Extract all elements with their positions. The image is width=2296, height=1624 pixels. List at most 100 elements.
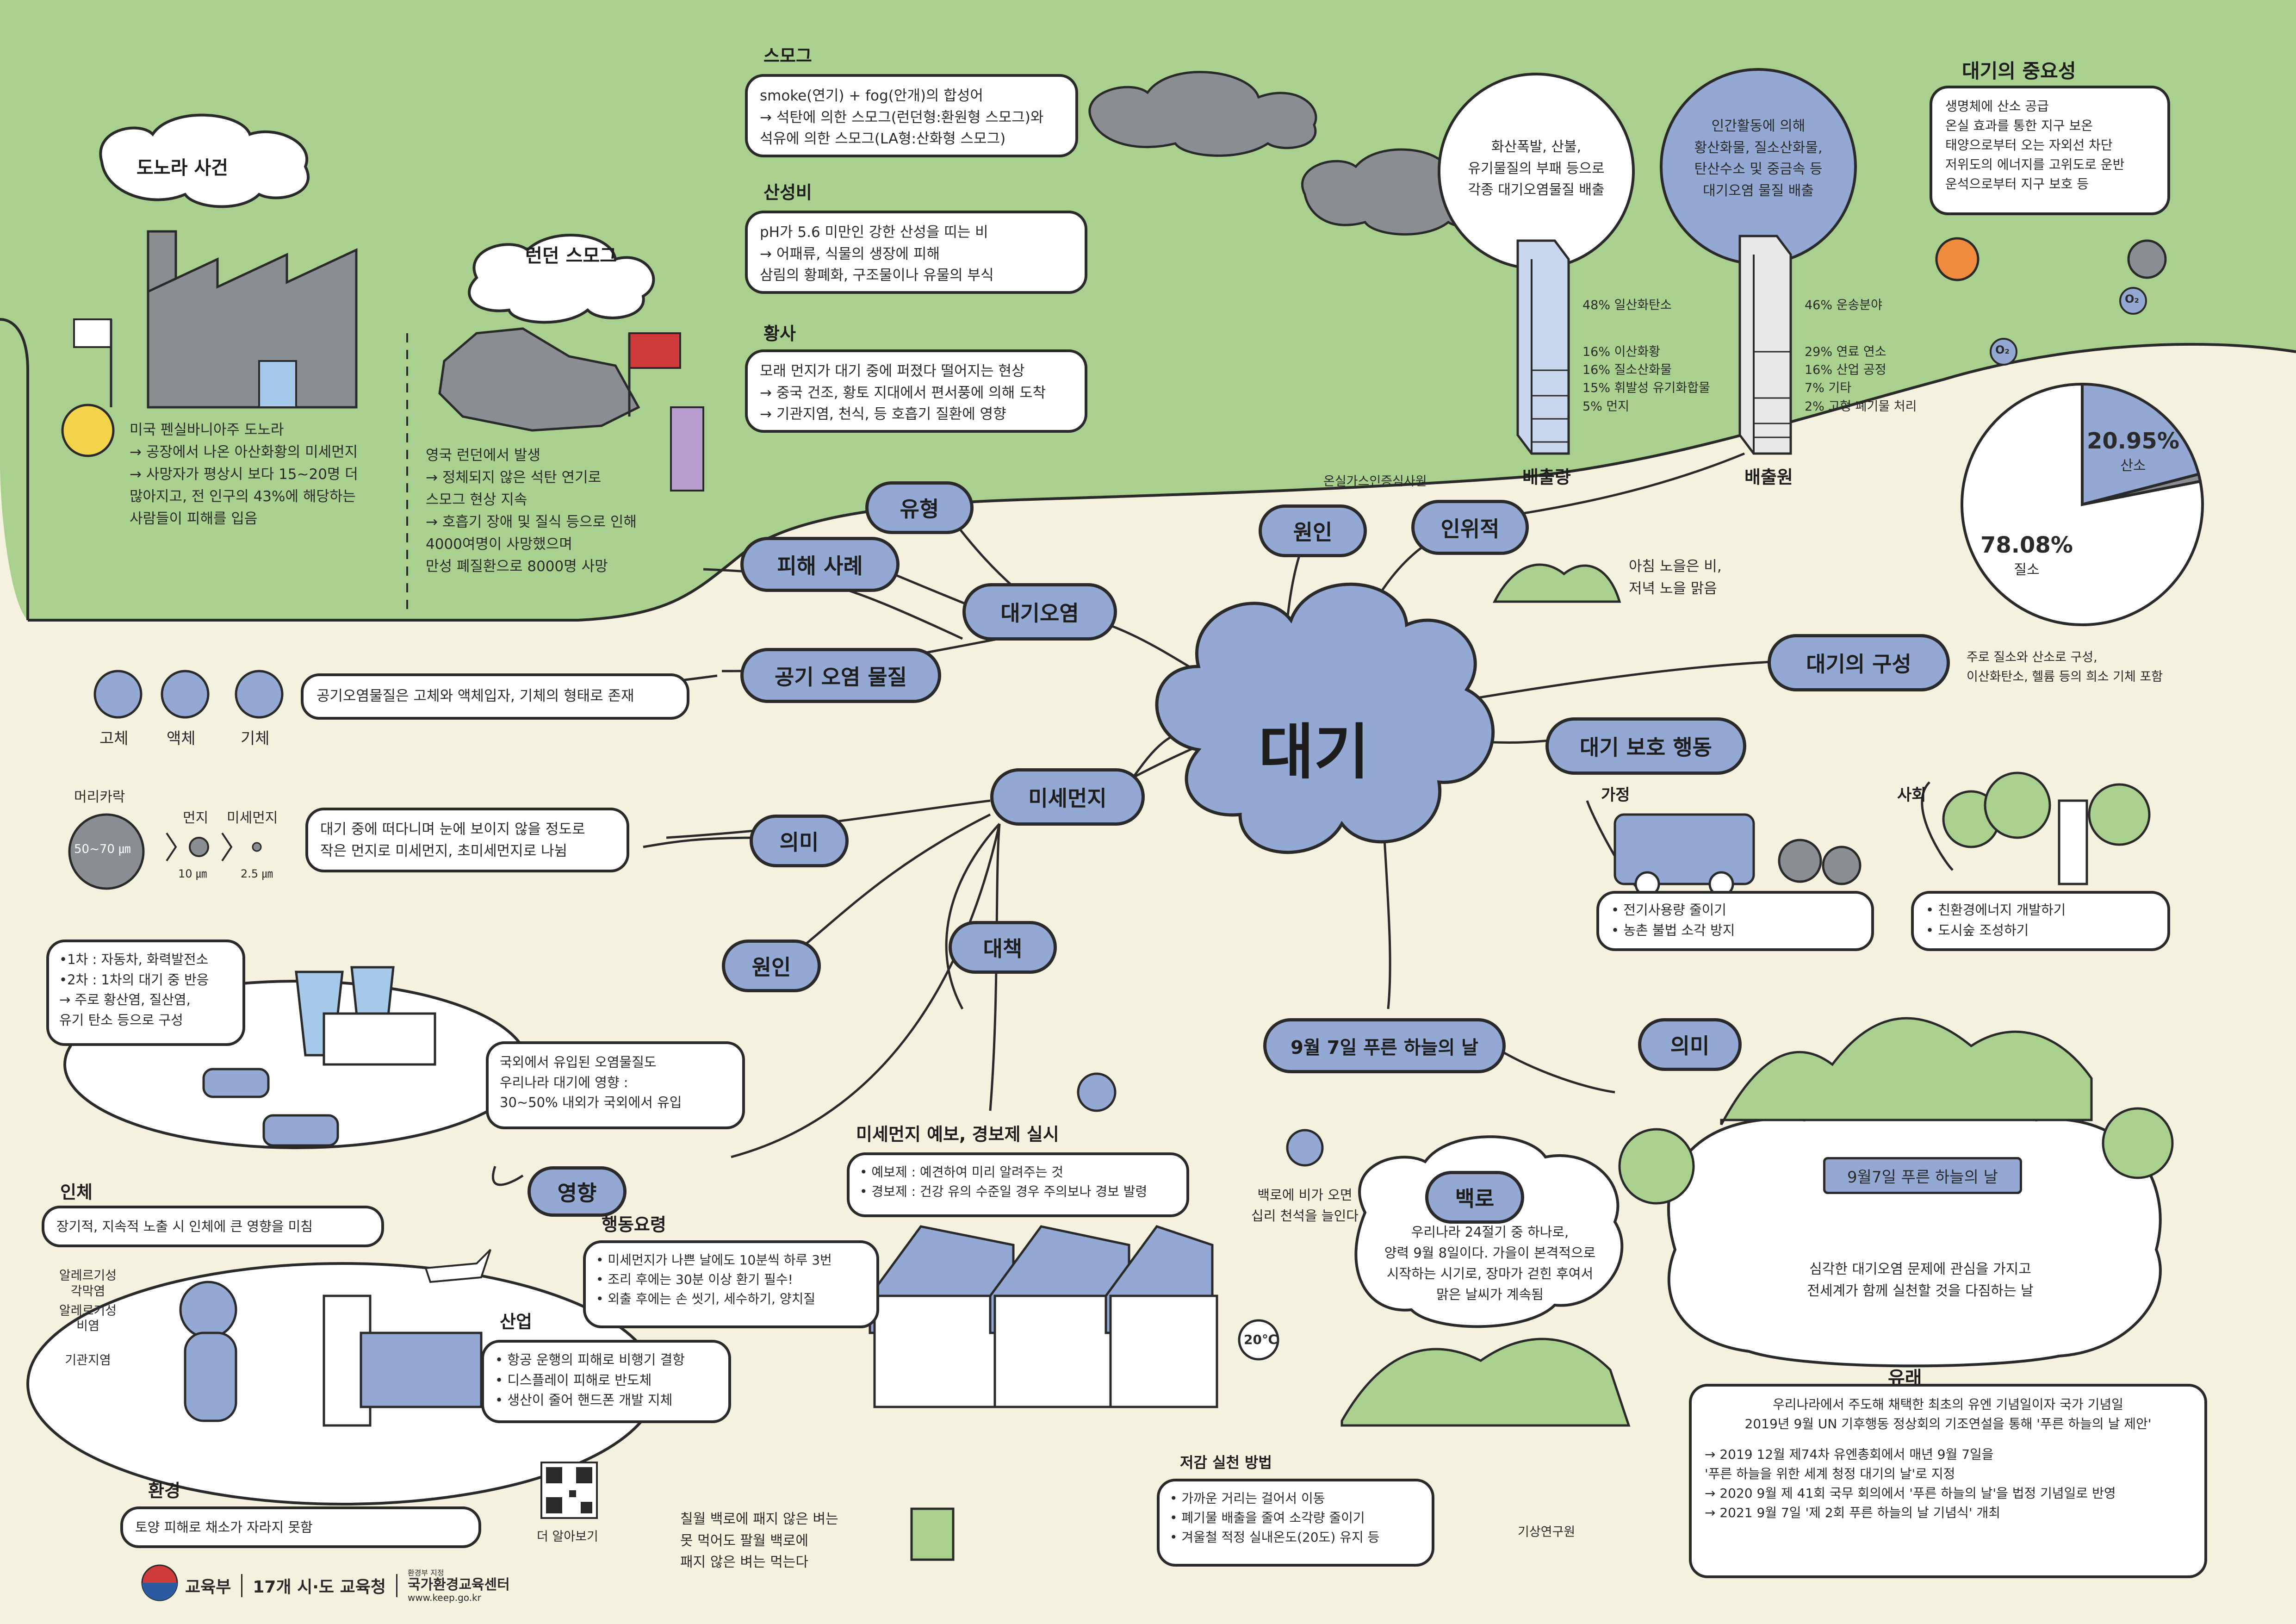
pie-oxygen-value: 20.95% xyxy=(2087,428,2179,454)
states-desc: 공기오염물질은 고체와 액체입자, 기체의 형태로 존재 xyxy=(316,688,634,704)
behavior-item: • 조리 후에는 30분 이상 환기 필수! xyxy=(596,1272,793,1287)
states-desc-bubble: 공기오염물질은 고체와 액체입자, 기체의 형태로 존재 xyxy=(301,673,689,720)
node-baengno[interactable]: 백로 xyxy=(1425,1171,1524,1224)
sky-day-blob xyxy=(1667,1098,2162,1368)
node-pollutant[interactable]: 공기 오염 물질 xyxy=(740,648,941,703)
node-clear-sky-day[interactable]: 9월 7일 푸른 하늘의 날 xyxy=(1263,1018,1506,1073)
behavior-item: • 미세먼지가 나쁜 날에도 10분씩 하루 3번 xyxy=(596,1252,832,1268)
sky-day-desc-line: 전세계가 함께 실천할 것을 다짐하는 날 xyxy=(1807,1282,2034,1299)
london-rocks xyxy=(438,327,704,492)
acid-rain-bubble: pH가 5.6 미만인 강한 산성을 띠는 비 → 어패류, 식물의 생장에 피… xyxy=(745,211,1087,294)
dust-foreign-bubble: 국외에서 유입된 오염물질도 우리나라 대기에 영향 : 30~50% 내외가 … xyxy=(486,1041,745,1129)
london-line: 스모그 현상 지속 xyxy=(426,492,527,509)
more-info-label[interactable]: 더 알아보기 xyxy=(537,1530,598,1544)
forecast-item-text: 경보제 : 건강 유의 수준일 경우 주의보나 경보 발령 xyxy=(871,1184,1148,1199)
thermometer-badge xyxy=(1238,1319,1279,1361)
tree-icon xyxy=(1618,1128,1695,1205)
body-label: 알레르기성 xyxy=(59,1269,117,1283)
fine-dust-circle xyxy=(252,842,262,852)
evening-glow-line: 아침 노을은 비, xyxy=(1629,558,1722,575)
node-meaning-sky[interactable]: 의미 xyxy=(1638,1018,1742,1071)
human-emission-line: 대기오염 물질 배출 xyxy=(1703,182,1814,199)
evening-glow-icon xyxy=(1492,563,1621,603)
behavior-item-text: 조리 후에는 30분 이상 환기 필수! xyxy=(608,1272,793,1287)
node-fine-dust[interactable]: 미세먼지 xyxy=(990,768,1145,826)
sky-day-desc-line: 심각한 대기오염 문제에 관심을 가지고 xyxy=(1809,1261,2031,1277)
uk-flag-icon xyxy=(628,332,681,369)
human-emission-line: 인간활동에 의해 xyxy=(1711,118,1806,134)
node-measure[interactable]: 대책 xyxy=(949,921,1057,974)
environment-desc: 토양 피해로 채소가 자라지 못함 xyxy=(135,1519,313,1535)
importance-item: 생명체에 산소 공급 xyxy=(1945,99,2049,114)
ufo-icon xyxy=(1286,1129,1324,1167)
node-air-pollution[interactable]: 대기오염 xyxy=(962,583,1117,641)
emission-amount-item: 48% 일산화탄소 xyxy=(1582,298,1672,312)
saving-bubble: • 가까운 거리는 걸어서 이동 • 폐기물 배출을 줄여 소각량 줄이기 • … xyxy=(1157,1479,1434,1567)
pie-nitrogen-value: 78.08% xyxy=(1980,532,2073,558)
node-effect[interactable]: 영향 xyxy=(527,1166,627,1217)
london-line: → 호흡기 장애 및 질식 등으로 인해 xyxy=(426,514,637,531)
protection-society-item: • 도시숲 조성하기 xyxy=(1926,922,2029,938)
node-anthropogenic[interactable]: 인위적 xyxy=(1411,500,1529,555)
dust-size-label: 10 ㎛ xyxy=(178,867,207,880)
node-damage-cases[interactable]: 피해 사례 xyxy=(740,537,900,592)
emission-amount-list: 48% 일산화탄소 16% 이산화황 16% 질소산화물 15% 휘발성 유기화… xyxy=(1582,296,1710,416)
footer-center-sub: 환경부 지정 xyxy=(407,1568,444,1577)
protection-home-text: 전기사용량 줄이기 xyxy=(1623,902,1726,918)
sky-day-banner: 9월7일 푸른 하늘의 날 xyxy=(1823,1157,2022,1194)
protection-home-item: • 전기사용량 줄이기 xyxy=(1611,902,1726,918)
composition-desc-line: 이산화탄소, 헬륨 등의 희소 기체 포함 xyxy=(1967,669,2163,684)
footer-center-block: 환경부 지정 국가환경교육센터 www.keep.go.kr xyxy=(408,1569,510,1603)
behavior-item-text: 외출 후에는 손 씻기, 세수하기, 양치질 xyxy=(608,1291,816,1307)
node-cause-dust[interactable]: 원인 xyxy=(722,940,821,992)
alarm-light-icon xyxy=(1077,1072,1117,1112)
industry-item-text: 디스플레이 피해로 반도체 xyxy=(507,1372,652,1388)
emission-amount-bar xyxy=(1516,239,1570,455)
dust-meaning-line: 대기 중에 떠다니며 눈에 보이지 않을 정도로 xyxy=(320,821,585,838)
fine-dust-label: 미세먼지 xyxy=(227,810,278,826)
solid-icon xyxy=(93,670,143,719)
origin-timeline-line: '푸른 하늘을 위한 세계 청정 대기의 날'로 지정 xyxy=(1705,1466,1955,1481)
importance-item: 온실 효과를 통한 지구 보온 xyxy=(1945,118,2093,133)
protection-home-item: • 농촌 불법 소각 방지 xyxy=(1611,922,1735,938)
baengno-rain-line: 백로에 비가 오면 xyxy=(1257,1187,1353,1203)
body-label: 기관지염 xyxy=(65,1353,111,1368)
origin-timeline-line: → 2020 9월 제 41회 국무 회의에서 '푸른 하늘의 날'을 법정 기… xyxy=(1705,1486,2116,1501)
rice-line: 칠월 백로에 패지 않은 벼는 xyxy=(680,1511,838,1527)
pie-slice-oxygen xyxy=(2081,382,2201,506)
node-cause-top[interactable]: 원인 xyxy=(1259,504,1367,557)
node-type[interactable]: 유형 xyxy=(865,481,974,534)
footer-offices: 17개 시·도 교육청 xyxy=(253,1578,386,1597)
o2-icon xyxy=(1990,338,2017,366)
pie-slice-nitrogen xyxy=(1961,382,2204,626)
industry-item: • 디스플레이 피해로 반도체 xyxy=(495,1372,652,1388)
mountain-icon xyxy=(1340,1338,1631,1427)
natural-emission-line: 화산폭발, 산불, xyxy=(1491,139,1582,155)
tree-icon xyxy=(2088,783,2151,846)
protection-society-title: 사회 xyxy=(1897,786,1926,804)
body-label: 각막염 xyxy=(70,1284,105,1299)
london-line: → 정체되지 않은 석탄 연기로 xyxy=(426,469,602,486)
dust-label: 먼지 xyxy=(183,810,209,826)
mountain-icon xyxy=(1720,1017,2093,1126)
pie-label-nitrogen: 78.08% 질소 xyxy=(1980,532,2073,579)
gas-icon xyxy=(235,670,284,719)
yellow-dust-line: → 중국 건조, 황토 지대에서 편서풍에 의해 도착 xyxy=(760,384,1046,401)
saving-item: • 겨울철 적정 실내온도(20도) 유지 등 xyxy=(1170,1530,1380,1545)
footer-url[interactable]: www.keep.go.kr xyxy=(407,1592,481,1603)
node-protection[interactable]: 대기 보호 행동 xyxy=(1545,717,1746,775)
usa-flag-icon xyxy=(73,318,112,348)
donora-title: 도노라 사건 xyxy=(137,157,228,179)
dust-meaning-line: 작은 먼지로 미세먼지, 초미세먼지로 나뉨 xyxy=(320,842,568,859)
dust-cause-bubble: •1차 : 자동차, 화력발전소 •2차 : 1차의 대기 중 반응 → 주로 … xyxy=(46,940,245,1046)
emission-source-item: 29% 연료 연소 xyxy=(1805,345,1886,360)
industry-illustration xyxy=(179,1249,491,1427)
bus-icon xyxy=(1613,813,1755,885)
importance-item: 태양으로부터 오는 자외선 차단 xyxy=(1945,137,2113,153)
hair-circle xyxy=(68,813,145,890)
o2-label: O₂ xyxy=(1995,343,2010,356)
node-meaning-dust[interactable]: 의미 xyxy=(750,815,849,867)
smog-line: → 석탄에 의한 스모그(런던형:환원형 스모그)와 xyxy=(760,109,1044,126)
industry-item: • 항공 운행의 피해로 비행기 결항 xyxy=(495,1352,685,1368)
node-composition[interactable]: 대기의 구성 xyxy=(1768,634,1950,691)
